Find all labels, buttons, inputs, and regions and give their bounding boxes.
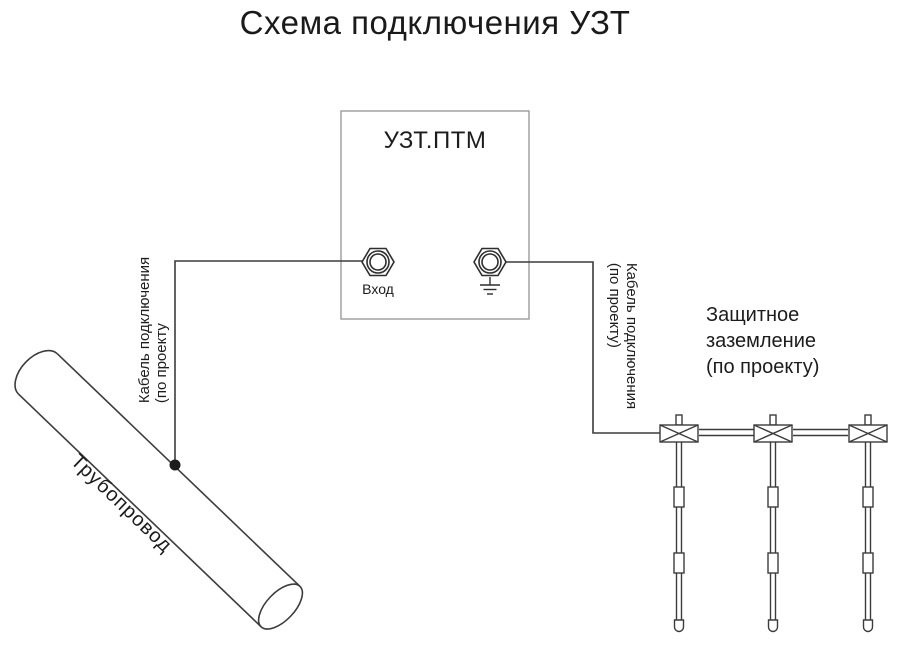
rod-tip [862,619,874,633]
right-cable-label: Кабель подключения (по проекту) [606,263,640,409]
hex-nut-terminal-icon [473,247,507,277]
earth-ground-icon [480,277,500,295]
pipe-top-edge [56,353,301,587]
right-cable-label-line1: Кабель подключения [623,262,640,410]
input-terminal-label: Вход [362,281,394,297]
left-cable-label-line1: Кабель подключения [136,256,153,404]
device-name-label: УЗТ.ПТМ [383,127,487,154]
hex-nut-terminal-icon [361,247,395,277]
diagram-title: Схема подключения УЗТ [239,4,631,41]
rod-coupling [767,552,779,574]
left-cable-wire [169,260,363,471]
pipe-right-end-ellipse [257,583,304,630]
rod-tip [673,619,685,633]
right-cable-label-line2: (по проекту) [606,262,623,348]
right-cable-wire [506,261,661,434]
pipe-cylinder [14,349,304,630]
rod-coupling [767,486,779,508]
rod-coupling [862,486,874,508]
electrode-top-stub [864,414,872,426]
rod-coupling [673,552,685,574]
rod-coupling [673,486,685,508]
electrode-top-stub [769,414,777,426]
electrode-top-stub [675,414,683,426]
grounding-label-line3: (по проекту) [706,356,820,378]
ground-electrode [848,414,888,633]
ground-electrode [659,414,699,633]
grounding-bus [699,428,848,437]
grounding-label-line2: заземление [706,330,817,352]
pipe-bottom-edge [18,393,262,628]
ground-electrode [753,414,793,633]
grounding-label: Защитное заземление (по проекту) [706,302,819,380]
junction-dot-icon [169,459,181,471]
left-cable-label: Кабель подключения (по проекту [136,257,170,403]
left-cable-label-line2: (по проекту [153,323,170,404]
grounding-label-line1: Защитное [706,304,800,326]
pipe-left-cap [14,349,58,395]
rod-coupling [862,552,874,574]
rod-tip [767,619,779,633]
